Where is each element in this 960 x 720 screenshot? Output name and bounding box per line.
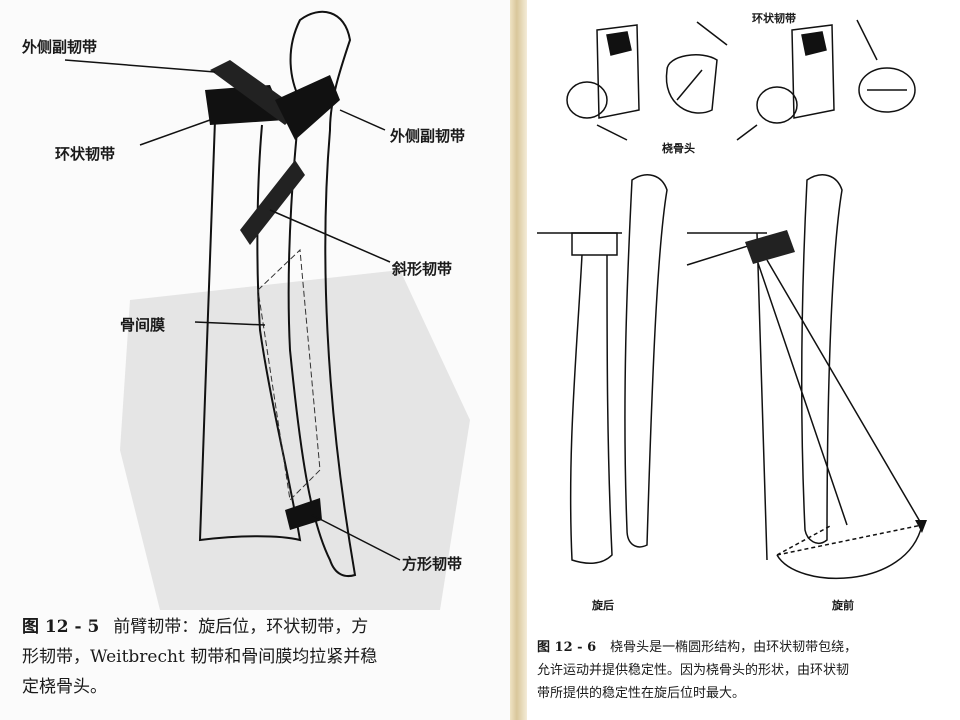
rotation-arc — [776, 524, 923, 580]
radius-head-supination — [571, 232, 618, 256]
radius-supination — [569, 254, 613, 565]
radial-head-illustration — [537, 19, 927, 580]
caption-line: 定桡骨头。 — [22, 677, 107, 697]
label-quadrate-ligament: 方形韧带 — [402, 555, 463, 573]
radial-head-pronation — [791, 24, 835, 119]
oblique-cord-shape — [240, 160, 305, 245]
pronated-radial-head — [745, 230, 795, 264]
label-radial-head: 桡骨头 — [662, 142, 695, 155]
radial-head-circle — [566, 81, 608, 119]
label-pronation: 旋前 — [832, 599, 854, 612]
label-interosseous-membrane: 骨间膜 — [120, 316, 166, 334]
label-lateral-collateral-right: 外侧副韧带 — [390, 127, 466, 145]
quadrate-ligament-shape — [285, 498, 322, 530]
figure-12-5-caption: 图 12 - 5 前臂韧带：旋后位，环状韧带，方 形韧带，Weitbrecht 韧… — [22, 612, 377, 702]
caption-line: 允许运动并提供稳定性。因为桡骨头的形状，由环状韧 — [537, 663, 850, 678]
lateral-collateral-shape — [210, 60, 300, 125]
ulna-pronation — [800, 174, 843, 544]
figure-12-6-panel: 环状韧带 桡骨头 旋后 旋前 图 12 - 6 桡骨头是一椭圆形结构，由环状韧带包… — [527, 0, 960, 720]
label-annular-ligament: 环状韧带 — [55, 145, 116, 163]
figure-12-6-caption: 图 12 - 6 桡骨头是一椭圆形结构，由环状韧带包绕， 允许运动并提供稳定性。因… — [537, 636, 857, 705]
annular-ring-right — [858, 67, 916, 113]
radial-head-supination — [596, 24, 640, 119]
arrow-head — [915, 520, 927, 533]
caption-line: 前臂韧带：旋后位，环状韧带，方 — [113, 617, 369, 637]
page-divider — [510, 0, 527, 720]
lateral-collateral-right-shape — [275, 75, 340, 140]
ulna-bone — [287, 10, 357, 578]
caption-line: 形韧带，Weitbrecht 韧带和骨间膜均拉紧并稳 — [22, 647, 378, 667]
forearm-ligament-illustration — [64, 10, 470, 610]
annular-ring-left — [665, 54, 718, 114]
interosseous-membrane-shape — [257, 248, 321, 502]
label-lateral-collateral-top: 外侧副韧带 — [22, 38, 98, 56]
radius-bone — [198, 119, 302, 542]
label-annular-ligament: 环状韧带 — [752, 12, 796, 25]
caption-number: 图 12 - 6 — [537, 640, 597, 655]
ulna-supination — [624, 174, 668, 548]
label-supination: 旋后 — [592, 599, 614, 612]
figure-12-5-panel: 外侧副韧带 环状韧带 外侧副韧带 斜形韧带 骨间膜 方形韧带 图 12 - 5 前… — [0, 0, 510, 720]
label-oblique-cord: 斜形韧带 — [392, 260, 453, 278]
caption-number: 图 12 - 5 — [22, 617, 100, 637]
caption-line: 桡骨头是一椭圆形结构，由环状韧带包绕， — [610, 640, 858, 655]
caption-line: 带所提供的稳定性在旋后位时最大。 — [537, 686, 746, 701]
